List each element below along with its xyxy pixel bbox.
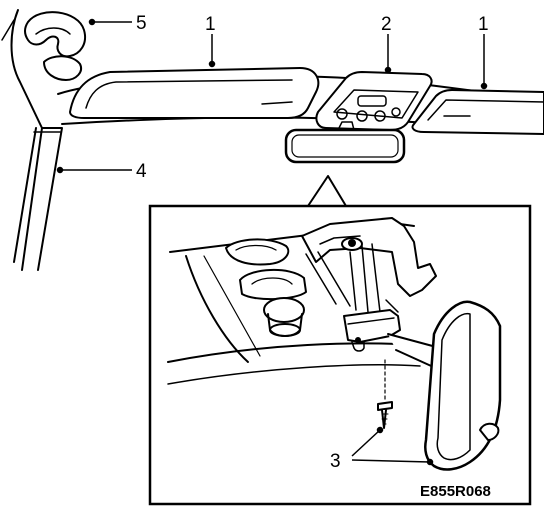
mirror-mount-bracket <box>301 217 437 307</box>
detail-inset <box>148 204 532 506</box>
grab-handle <box>24 11 86 81</box>
sun-visor-left <box>69 67 320 119</box>
callout-1-left: 1 <box>205 14 216 35</box>
callout-5: 5 <box>136 13 147 34</box>
callout-3: 3 <box>330 451 341 472</box>
mirror-screw <box>377 359 393 429</box>
rear-view-mirror-large <box>424 300 502 471</box>
a-pillar <box>1 9 63 271</box>
mirror-arm <box>349 243 399 313</box>
figure-code: E855R068 <box>420 483 491 500</box>
rear-view-mirror-small <box>284 121 406 164</box>
detail-leaders <box>351 426 434 466</box>
callout-1-right: 1 <box>478 14 489 35</box>
sun-visor-right <box>411 89 544 135</box>
callout-2: 2 <box>381 14 392 35</box>
detail-pointer <box>307 175 347 207</box>
callout-4: 4 <box>136 161 147 182</box>
interior-light-console <box>315 71 433 131</box>
dome-light-knob <box>263 297 305 337</box>
overview-drawing <box>1 9 544 271</box>
console-housing <box>225 238 307 301</box>
overview-leaders <box>56 18 488 174</box>
